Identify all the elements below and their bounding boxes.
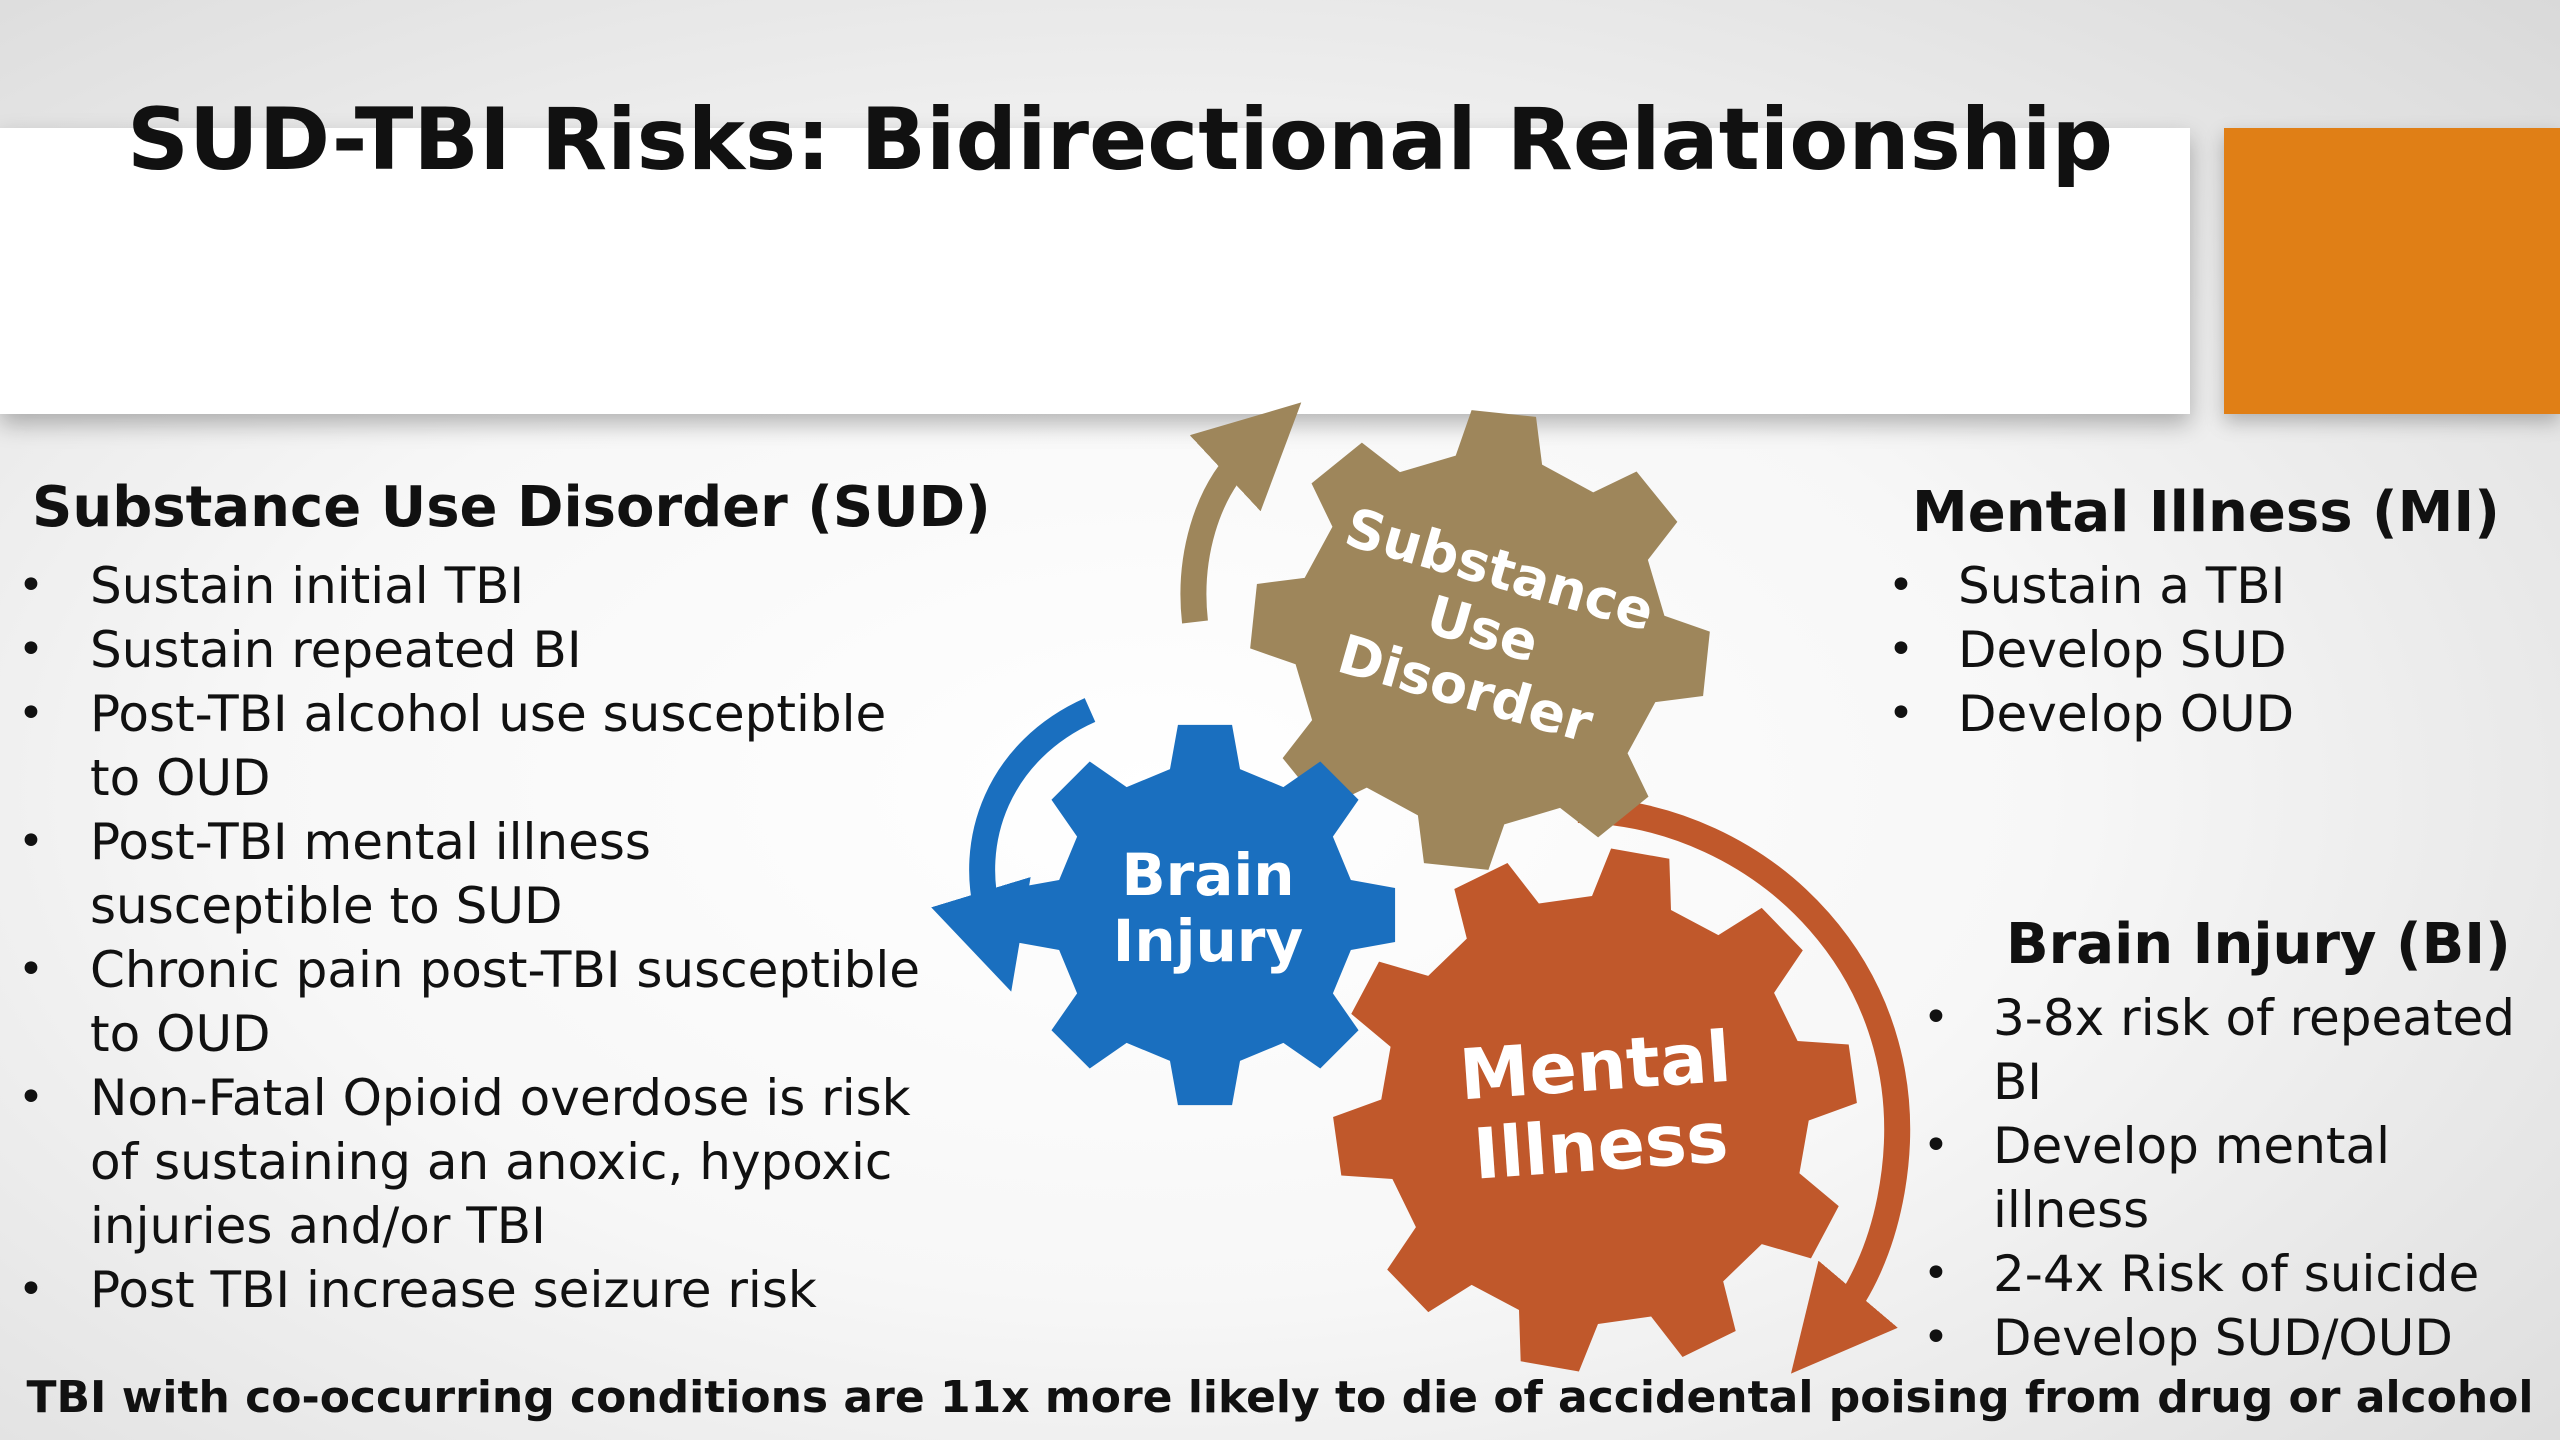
mi-heading: Mental Illness (MI) [1912,480,2500,545]
list-item: • Chronic pain post-TBI susceptible to OU… [0,938,950,1066]
list-item: • 3-8x risk of repeated BI [1915,986,2560,1114]
list-item-text: Non-Fatal Opioid overdose is risk of sus… [90,1069,911,1255]
mental-gear-label-line1: Mental [1457,1016,1734,1117]
orange-accent-block [2224,128,2560,414]
list-item-text: 2-4x Risk of suicide [1993,1245,2480,1303]
list-item: • Develop OUD [1880,682,2540,746]
brain-injury-gear [1014,724,1396,1106]
bullet-icon: • [18,1072,44,1123]
bullet-icon: • [1923,1312,1949,1363]
arrow-brain-icon [931,698,1096,992]
bullet-icon: • [1888,688,1914,739]
bullet-icon: • [1888,624,1914,675]
title-band [0,128,2190,414]
mi-bullet-list: • Sustain a TBI • Develop SUD • Develop OUD [1880,554,2540,746]
list-item-text: Sustain a TBI [1958,557,2286,615]
list-item-text: Post-TBI alcohol use susceptible to OUD [90,685,887,807]
bi-heading: Brain Injury (BI) [2006,912,2511,977]
slide-title: SUD-TBI Risks: Bidirectional Relationshi… [126,90,2114,190]
bullet-icon: • [1888,560,1914,611]
list-item: • Develop mental illness [1915,1114,2560,1242]
list-item: • Develop SUD/OUD [1915,1306,2560,1370]
arrow-mental-icon [1577,797,1911,1374]
sud-gear-shape [1250,410,1710,870]
sud-gear [1250,410,1710,870]
list-item: • 2-4x Risk of suicide [1915,1242,2560,1306]
bullet-icon: • [18,624,44,675]
list-item-text: Post TBI increase seizure risk [90,1261,817,1319]
list-item: • Sustain initial TBI [0,554,950,618]
mental-gear-label-line2: Illness [1471,1096,1731,1196]
list-item: • Post-TBI mental illness susceptible to … [0,810,950,938]
list-item-text: Develop OUD [1958,685,2295,743]
sud-heading: Substance Use Disorder (SUD) [32,475,991,540]
bullet-icon: • [1923,1248,1949,1299]
list-item-text: Develop SUD/OUD [1993,1309,2453,1367]
bullet-icon: • [18,560,44,611]
list-item: • Develop SUD [1880,618,2540,682]
list-item-text: Develop SUD [1958,621,2287,679]
list-item-text: Post-TBI mental illness susceptible to S… [90,813,651,935]
brain-gear-label-line1: Brain [1121,841,1294,909]
footer-note: TBI with co-occurring conditions are 11x… [26,1372,2534,1423]
list-item: • Non-Fatal Opioid overdose is risk of su… [0,1066,950,1258]
list-item: • Post TBI increase seizure risk [0,1258,950,1322]
bullet-icon: • [18,944,44,995]
bullet-icon: • [1923,992,1949,1043]
list-item: • Sustain repeated BI [0,618,950,682]
list-item-text: Sustain repeated BI [90,621,582,679]
sud-bullet-list: • Sustain initial TBI • Sustain repeated B… [0,554,950,1322]
list-item-text: 3-8x risk of repeated BI [1993,989,2516,1111]
list-item: • Post-TBI alcohol use susceptible to OUD [0,682,950,810]
list-item-text: Chronic pain post-TBI susceptible to OUD [90,941,921,1063]
bi-bullet-list: • 3-8x risk of repeated BI • Develop menta… [1915,986,2560,1370]
brain-gear-shape [1014,724,1396,1106]
list-item-text: Sustain initial TBI [90,557,525,615]
brain-gear-label-line2: Injury [1113,907,1303,975]
mental-gear-shape [1333,848,1857,1372]
bullet-icon: • [1923,1120,1949,1171]
bullet-icon: • [18,816,44,867]
arrow-sud-icon [1180,402,1302,624]
list-item-text: Develop mental illness [1993,1117,2391,1239]
bullet-icon: • [18,1264,44,1315]
list-item: • Sustain a TBI [1880,554,2540,618]
mental-illness-gear [1333,848,1857,1372]
bullet-icon: • [18,688,44,739]
